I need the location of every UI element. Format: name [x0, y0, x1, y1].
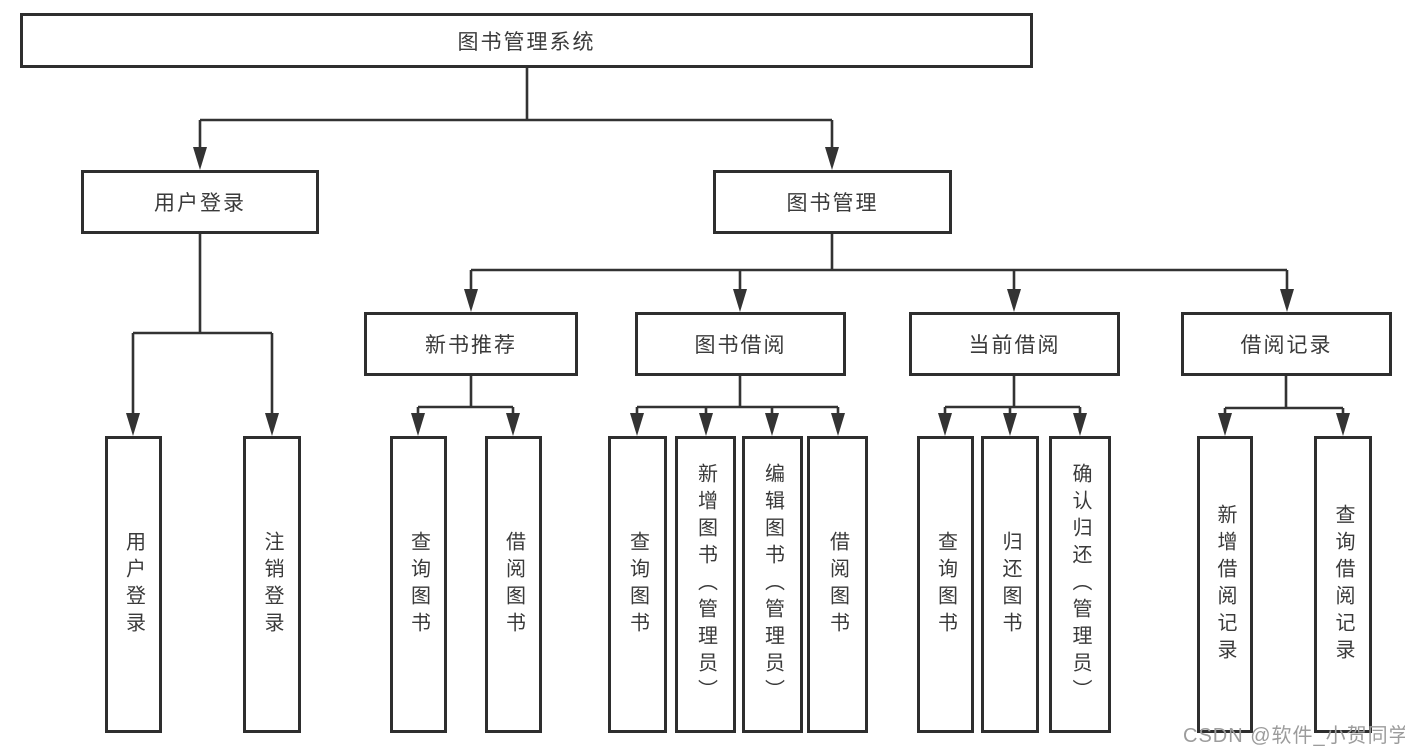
leaf-user-login-label: 用户登录: [122, 530, 145, 639]
node-current-borrow: 当前借阅: [909, 312, 1120, 376]
leaf-borrow-books-label: 借阅图书: [826, 530, 849, 639]
leaf-borrow-books-recommend-label: 借阅图书: [502, 530, 525, 639]
node-borrow-records: 借阅记录: [1181, 312, 1392, 376]
leaf-return-books-label: 归还图书: [999, 530, 1021, 639]
node-new-book-recommend: 新书推荐: [364, 312, 578, 376]
leaf-return-books: 归还图书: [981, 436, 1039, 733]
leaf-logout-label: 注销登录: [261, 530, 283, 639]
arrowheads: [126, 147, 1350, 436]
node-book-borrow: 图书借阅: [635, 312, 846, 376]
leaf-logout: 注销登录: [243, 436, 301, 733]
node-book-borrow-label: 图书借阅: [694, 334, 787, 357]
leaf-query-books-borrow-label: 查询图书: [626, 530, 649, 639]
leaf-user-login: 用户登录: [105, 436, 162, 733]
node-book-management-label: 图书管理: [786, 192, 879, 215]
node-user-login: 用户登录: [81, 170, 319, 234]
csdn-watermark: CSDN @软件_小贺同学: [1183, 725, 1405, 747]
leaf-confirm-return-admin-label: 确认归还（管理员）: [1069, 463, 1091, 706]
leaf-query-borrow-record: 查询借阅记录: [1314, 436, 1372, 733]
node-new-book-recommend-label: 新书推荐: [425, 334, 517, 357]
leaf-edit-book-admin-label: 编辑图书（管理员）: [761, 463, 784, 706]
leaf-edit-book-admin: 编辑图书（管理员）: [742, 436, 803, 733]
node-root: 图书管理系统: [20, 13, 1033, 68]
leaf-add-borrow-record: 新增借阅记录: [1197, 436, 1253, 733]
node-borrow-records-label: 借阅记录: [1240, 334, 1333, 357]
leaf-add-book-admin: 新增图书（管理员）: [675, 436, 736, 733]
leaf-query-books-borrow: 查询图书: [608, 436, 667, 733]
leaf-borrow-books-recommend: 借阅图书: [485, 436, 542, 733]
leaf-confirm-return-admin: 确认归还（管理员）: [1049, 436, 1111, 733]
node-current-borrow-label: 当前借阅: [968, 334, 1061, 357]
leaf-add-book-admin-label: 新增图书（管理员）: [694, 463, 717, 706]
node-user-login-label: 用户登录: [154, 192, 246, 215]
leaf-query-books-current: 查询图书: [917, 436, 974, 733]
leaf-query-borrow-record-label: 查询借阅记录: [1332, 503, 1354, 666]
leaf-borrow-books: 借阅图书: [807, 436, 868, 733]
node-root-label: 图书管理系统: [457, 30, 596, 54]
leaf-query-books-recommend: 查询图书: [390, 436, 447, 733]
leaf-add-borrow-record-label: 新增借阅记录: [1214, 503, 1236, 666]
leaf-query-books-recommend-label: 查询图书: [407, 530, 430, 639]
leaf-query-books-current-label: 查询图书: [934, 530, 957, 639]
node-book-management: 图书管理: [713, 170, 952, 234]
